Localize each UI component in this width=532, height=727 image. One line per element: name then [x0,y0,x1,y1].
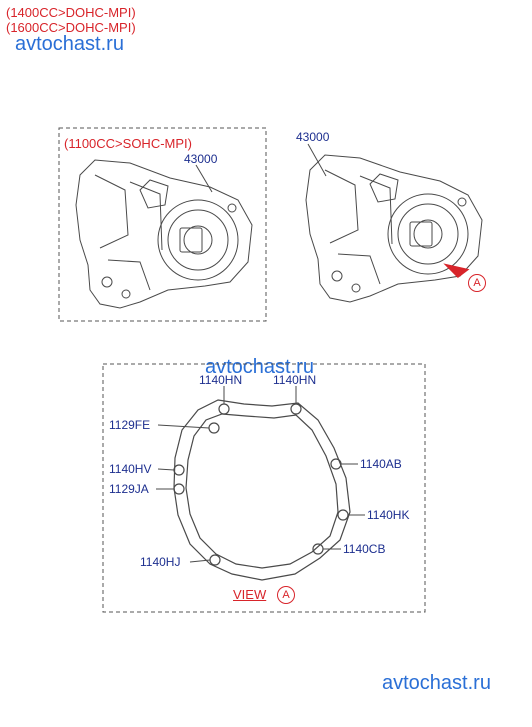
label-1140hn-right: 1140HN [273,373,317,387]
watermark-top: avtochast.ru [15,33,124,55]
transmission-right [305,154,483,303]
leader-left-43000 [195,164,213,193]
label-1129fe: 1129FE [109,418,151,432]
watermark-middle: avtochast.ru [205,356,314,378]
assembly-view-marker: A [468,274,486,292]
gasket-leaders [156,386,365,563]
view-marker-circle: A [277,586,295,604]
label-1140cb: 1140CB [343,542,386,556]
engine-label-1600: (1600CC>DOHC-MPI) [6,20,136,35]
view-caption: VIEW [233,587,267,602]
label-1140hk: 1140HK [367,508,410,522]
label-1140hj: 1140HJ [140,555,181,569]
leader-right-43000 [307,143,327,177]
view-arrow [443,263,470,278]
label-1140ab: 1140AB [360,457,402,471]
label-1140hv: 1140HV [109,462,152,476]
view-panel-frame [102,363,426,613]
label-1140hn-left: 1140HN [199,373,243,387]
engine-label-1400: (1400CC>DOHC-MPI) [6,5,136,20]
left-box-frame [58,127,267,322]
transmission-left [75,159,253,309]
part-number-left-43000: 43000 [184,152,218,166]
watermark-bottom: avtochast.ru [382,672,491,694]
label-1129ja: 1129JA [109,482,149,496]
part-number-right-43000: 43000 [296,130,330,144]
engine-label-1100: (1100CC>SOHC-MPI) [64,136,192,151]
